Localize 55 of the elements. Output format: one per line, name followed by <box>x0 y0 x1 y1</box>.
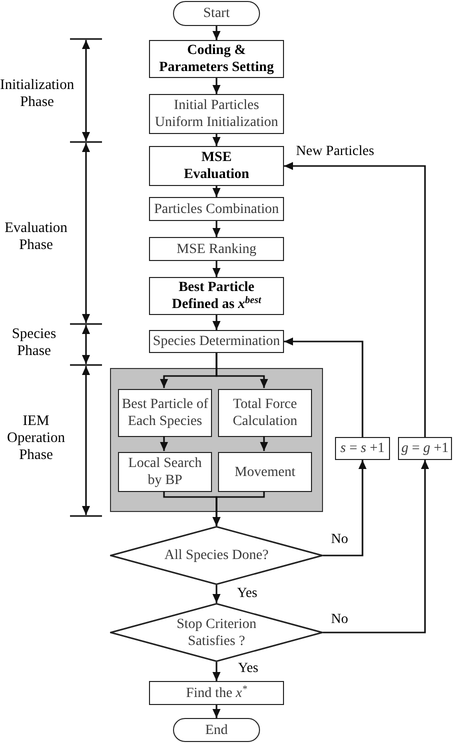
process-box <box>118 389 212 437</box>
flow-arrow <box>323 460 430 634</box>
flow-arrow <box>212 491 265 526</box>
step-label: Local Search by BP <box>127 455 203 489</box>
flow-arrow <box>260 436 268 451</box>
process-box <box>218 389 312 437</box>
flow-arrow <box>212 221 221 237</box>
step-label: g = g +1 <box>401 440 449 457</box>
step-label: s = s +1 <box>340 440 385 457</box>
step-label: Best Particle of Each Species <box>120 396 210 430</box>
process-box <box>149 197 284 221</box>
terminator-shape <box>173 718 260 742</box>
phase-label: IEM Operation Phase <box>6 413 66 464</box>
process-box <box>218 452 312 492</box>
flow-arrow <box>212 78 221 94</box>
flow-arrow <box>212 705 221 718</box>
flow-arrow <box>212 186 221 197</box>
flow-arrow <box>212 134 221 146</box>
process-box <box>149 146 284 186</box>
process-box <box>149 277 284 315</box>
decision-text: Stop Criterion Satisfies ? <box>176 616 258 650</box>
group-panel <box>110 368 323 512</box>
terminal-label: End <box>205 722 228 738</box>
phase-label: Species Phase <box>10 326 58 360</box>
step-label: Species Determination <box>152 333 280 350</box>
flow-arrow <box>212 261 221 277</box>
step-label: MSE Ranking <box>176 240 256 258</box>
process-box <box>149 330 284 353</box>
phase-label: Initialization Phase <box>0 77 74 111</box>
flow-arrow <box>160 436 168 451</box>
decision-text: All Species Done? <box>164 547 269 564</box>
process-box <box>149 237 284 261</box>
process-box <box>118 452 212 492</box>
step-label: Coding & Parameters Setting <box>158 42 275 76</box>
flow-arrow <box>284 337 364 437</box>
phase-label: Evaluation Phase <box>4 220 68 254</box>
step-label: Particles Combination <box>154 200 279 218</box>
step-label: MSE Evaluation <box>182 149 250 183</box>
step-label: Total Force Calculation <box>232 396 298 430</box>
flow-arrow <box>323 460 367 556</box>
flow-arrow <box>216 353 268 388</box>
flow-arrow <box>212 315 221 330</box>
step-label: Find the x$^{*}$ <box>186 684 247 702</box>
flow-arrow <box>212 585 221 603</box>
step-label: Best Particle Defined as x$^{best}$ <box>170 279 262 313</box>
flow-arrow <box>284 162 426 437</box>
process-box <box>149 40 284 78</box>
step-label: Initial Particles Uniform Initialization <box>154 97 280 131</box>
terminal-label: Start <box>203 5 230 22</box>
flow-arrow <box>212 662 221 681</box>
process-box <box>149 681 284 705</box>
step-label: Movement <box>234 464 296 480</box>
flow-arrow <box>212 26 221 40</box>
terminator-shape <box>173 1 260 26</box>
process-box <box>335 437 390 460</box>
